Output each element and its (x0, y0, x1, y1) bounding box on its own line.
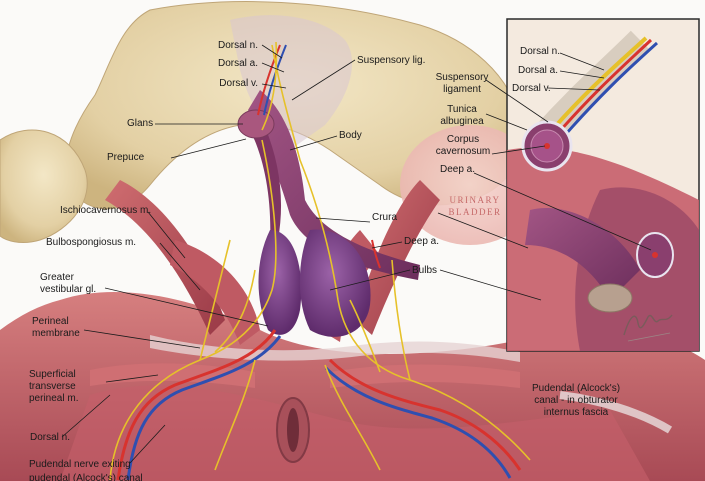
inset-label-suspensory-ligament: Suspensory ligament (435, 72, 489, 95)
inset-label-dorsal-a: Dorsal a. (518, 65, 559, 76)
label-dorsal-n: Dorsal n. (217, 40, 258, 51)
artist-signature-icon (623, 314, 673, 342)
label-glans: Glans (127, 118, 154, 129)
label-urinary-bladder: URINARY BLADDER (448, 195, 502, 217)
label-superficial-transverse-perineal-m: Superficial transverse perineal m. (29, 369, 79, 404)
label-crura: Crura (372, 212, 398, 223)
label-pudendal-nerve-canal: pudendal (Alcock's) canal (29, 473, 143, 481)
label-bulbospongiosus: Bulbospongiosus m. (46, 237, 137, 248)
label-dorsal-n-bottom: Dorsal n. (30, 432, 71, 443)
inset-label-tunica-albuginea: Tunica albuginea (440, 104, 484, 127)
inset-panel (506, 18, 700, 352)
label-deep-a: Deep a. (404, 236, 440, 247)
inset-label-dorsal-v: Dorsal v. (512, 83, 551, 94)
label-suspensory-lig: Suspensory lig. (357, 55, 426, 66)
label-pudendal-nerve-exiting: Pudendal nerve exiting (29, 459, 131, 470)
inset-label-corpus-cavernosum: Corpus cavernosum (435, 134, 491, 157)
label-greater-vestibular-gl: Greater vestibular gl. (40, 272, 97, 295)
inset-label-deep-a: Deep a. (440, 164, 476, 175)
label-ischiocavernosus: Ischiocavernosus m. (60, 205, 152, 216)
label-dorsal-a: Dorsal a. (217, 58, 258, 69)
label-bulbs: Bulbs (412, 265, 438, 276)
label-body: Body (339, 130, 362, 141)
label-perineal-membrane: Perineal membrane (32, 316, 80, 339)
label-dorsal-v: Dorsal v. (219, 78, 258, 89)
leader-lines (61, 44, 652, 464)
inset-label-dorsal-n: Dorsal n. (520, 46, 561, 57)
label-prepuce: Prepuce (107, 152, 145, 163)
label-pudendal-canal: Pudendal (Alcock's) canal - in obturator… (531, 383, 621, 418)
